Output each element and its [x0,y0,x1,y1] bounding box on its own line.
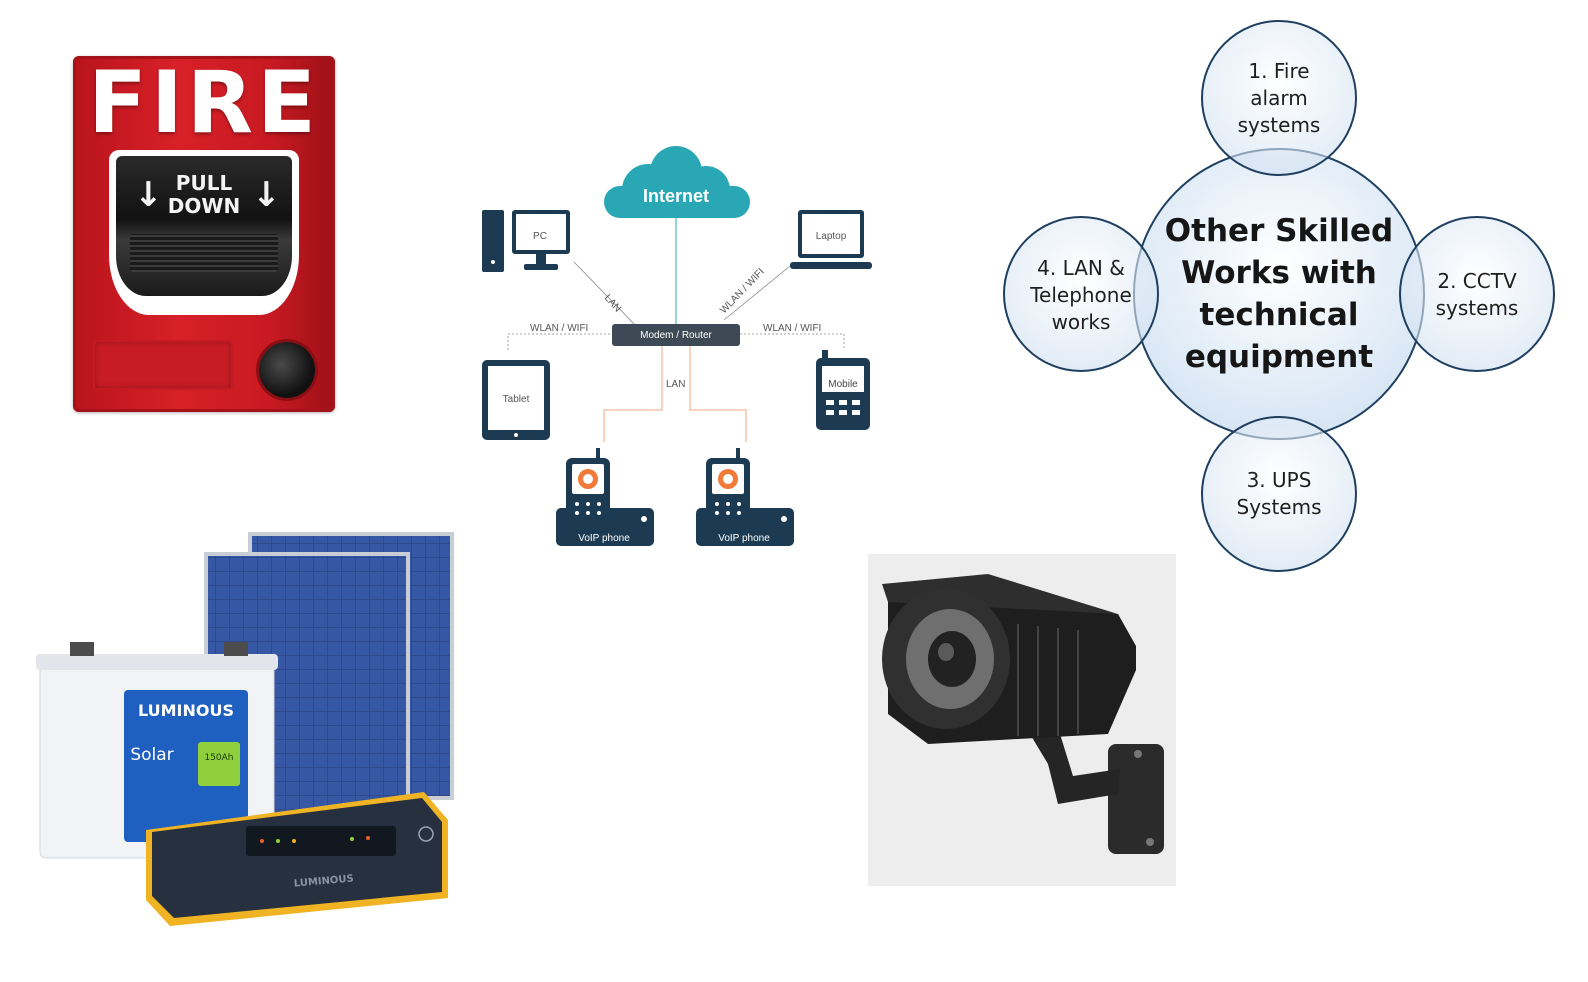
camera-wall-mount [1108,744,1164,854]
skill-line: works [1051,310,1111,334]
tablet-link-label: WLAN / WIFI [530,323,588,334]
fire-pull-line1: PULL [175,171,233,195]
skill-line: 1. Fire [1248,59,1310,83]
skill-cctv: 2. CCTV systems [1407,268,1547,322]
skill-ups: 3. UPS Systems [1209,467,1349,521]
mobile-link-line [740,333,845,350]
battery-icon [36,642,278,859]
circle-lan [1003,216,1159,372]
skill-line: Systems [1236,495,1322,519]
laptop-label: Laptop [816,231,847,242]
tablet-link-line [507,333,610,352]
skill-lan: 4. LAN & Telephone works [1011,255,1151,336]
skills-circles [1003,20,1555,572]
voip-left-link-line [603,344,663,442]
fire-lower-panel [93,340,233,390]
laptop-link-line [723,265,791,321]
voip-phone-icon [696,448,794,546]
down-arrow-icon: ↓ [134,175,163,215]
down-arrow-icon: ↓ [252,175,281,215]
pc-label: PC [533,231,547,242]
battery-brand: LUMINOUS [138,701,234,720]
skill-line: 4. LAN & [1037,256,1125,280]
skill-line: systems [1237,113,1321,137]
skill-fire-alarm: 1. Fire alarm systems [1209,58,1349,139]
fire-pull-handle: ↓ PULL DOWN ↓ [109,150,299,315]
tablet-label: Tablet [503,394,530,405]
pc-link-label: LAN [602,293,623,315]
inverter-brand: LUMINOUS [293,873,354,889]
fire-title: FIRE [88,53,320,153]
skills-diagram: Other Skilled Works with technical equip… [1000,16,1560,576]
pc-link-line [573,261,637,327]
circle-cctv [1399,216,1555,372]
mobile-phone-icon [816,350,870,430]
circle-ups [1201,416,1357,572]
network-diagram: LAN WLAN / WIFI WLAN / WIFI WLAN / WIFI … [482,146,872,546]
voip-right-link-line [689,344,747,442]
fire-pull-text: PULL DOWN [116,172,292,218]
center-line: Other Skilled [1164,213,1394,249]
laptop-icon [790,210,872,269]
center-line: equipment [1184,339,1374,375]
tablet-icon [482,360,550,440]
cloud-icon [604,146,750,218]
mobile-link-label: WLAN / WIFI [763,323,821,334]
router-label: Modem / Router [640,330,712,341]
center-line: technical [1199,297,1359,333]
voip-left-label: VoIP phone [578,533,630,544]
battery-product: Solar [130,745,173,765]
skill-line: alarm [1250,86,1308,110]
battery-capacity: 150Ah [204,753,233,763]
fire-handle-inner: ↓ PULL DOWN ↓ [116,156,292,296]
voip-link-label: LAN [666,379,685,390]
solar-ups-kit: LUMINOUS Solar 150Ah LUMINOUS [36,532,454,926]
voip-phone-icon [556,448,654,546]
skill-line: Telephone [1030,283,1132,307]
fire-pull-line2: DOWN [167,194,241,218]
fire-handle-grille [130,234,278,272]
skill-line: systems [1435,296,1519,320]
router-icon [612,324,740,346]
mobile-label: Mobile [828,379,858,390]
voip-right-label: VoIP phone [718,533,770,544]
skill-line: 2. CCTV [1437,269,1517,293]
circle-fire-alarm [1201,20,1357,176]
key-lock-icon [259,342,315,398]
skill-line: 3. UPS [1246,468,1312,492]
fire-alarm-pull-station: FIRE ↓ PULL DOWN ↓ [73,56,335,412]
cloud-label: Internet [643,186,709,206]
center-line: Works with [1181,255,1377,291]
center-title: Other Skilled Works with technical equip… [1139,210,1419,378]
inverter-icon [146,792,448,926]
pc-icon [482,210,570,272]
cctv-camera-icon [868,554,1176,886]
